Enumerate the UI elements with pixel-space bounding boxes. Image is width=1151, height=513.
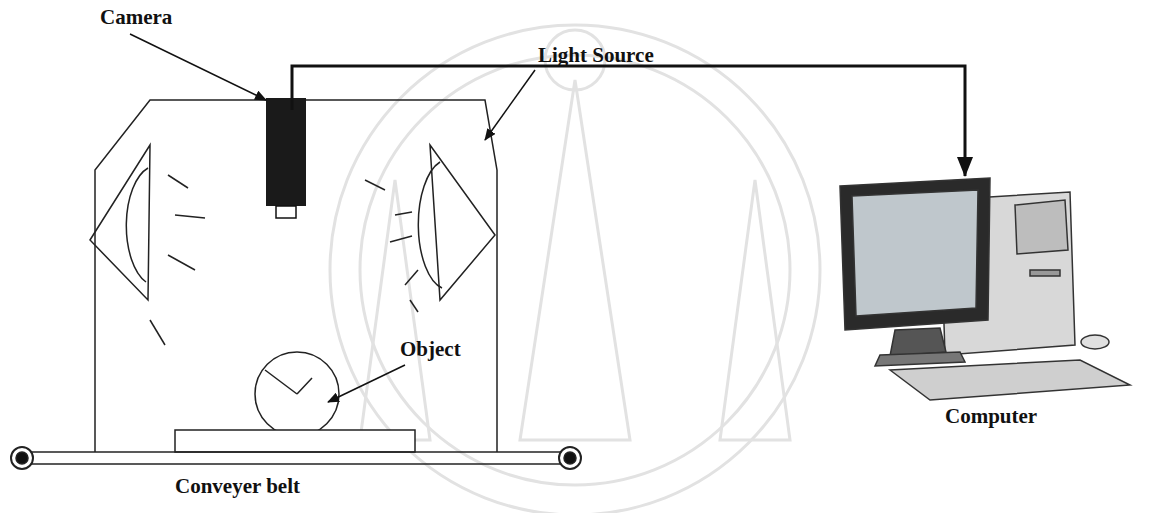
conveyor-label: Conveyer belt bbox=[175, 475, 300, 498]
signal-wire bbox=[292, 66, 965, 176]
object bbox=[175, 352, 415, 452]
leader-lines bbox=[130, 34, 535, 402]
camera bbox=[266, 98, 306, 218]
camera-label: Camera bbox=[100, 6, 172, 29]
computer-label: Computer bbox=[945, 405, 1037, 428]
light-source-right bbox=[365, 145, 495, 312]
conveyor-belt bbox=[11, 447, 581, 469]
light-source-label: Light Source bbox=[538, 44, 654, 67]
object-label: Object bbox=[400, 338, 461, 361]
light-source-left bbox=[90, 145, 205, 345]
computer bbox=[840, 178, 1130, 400]
